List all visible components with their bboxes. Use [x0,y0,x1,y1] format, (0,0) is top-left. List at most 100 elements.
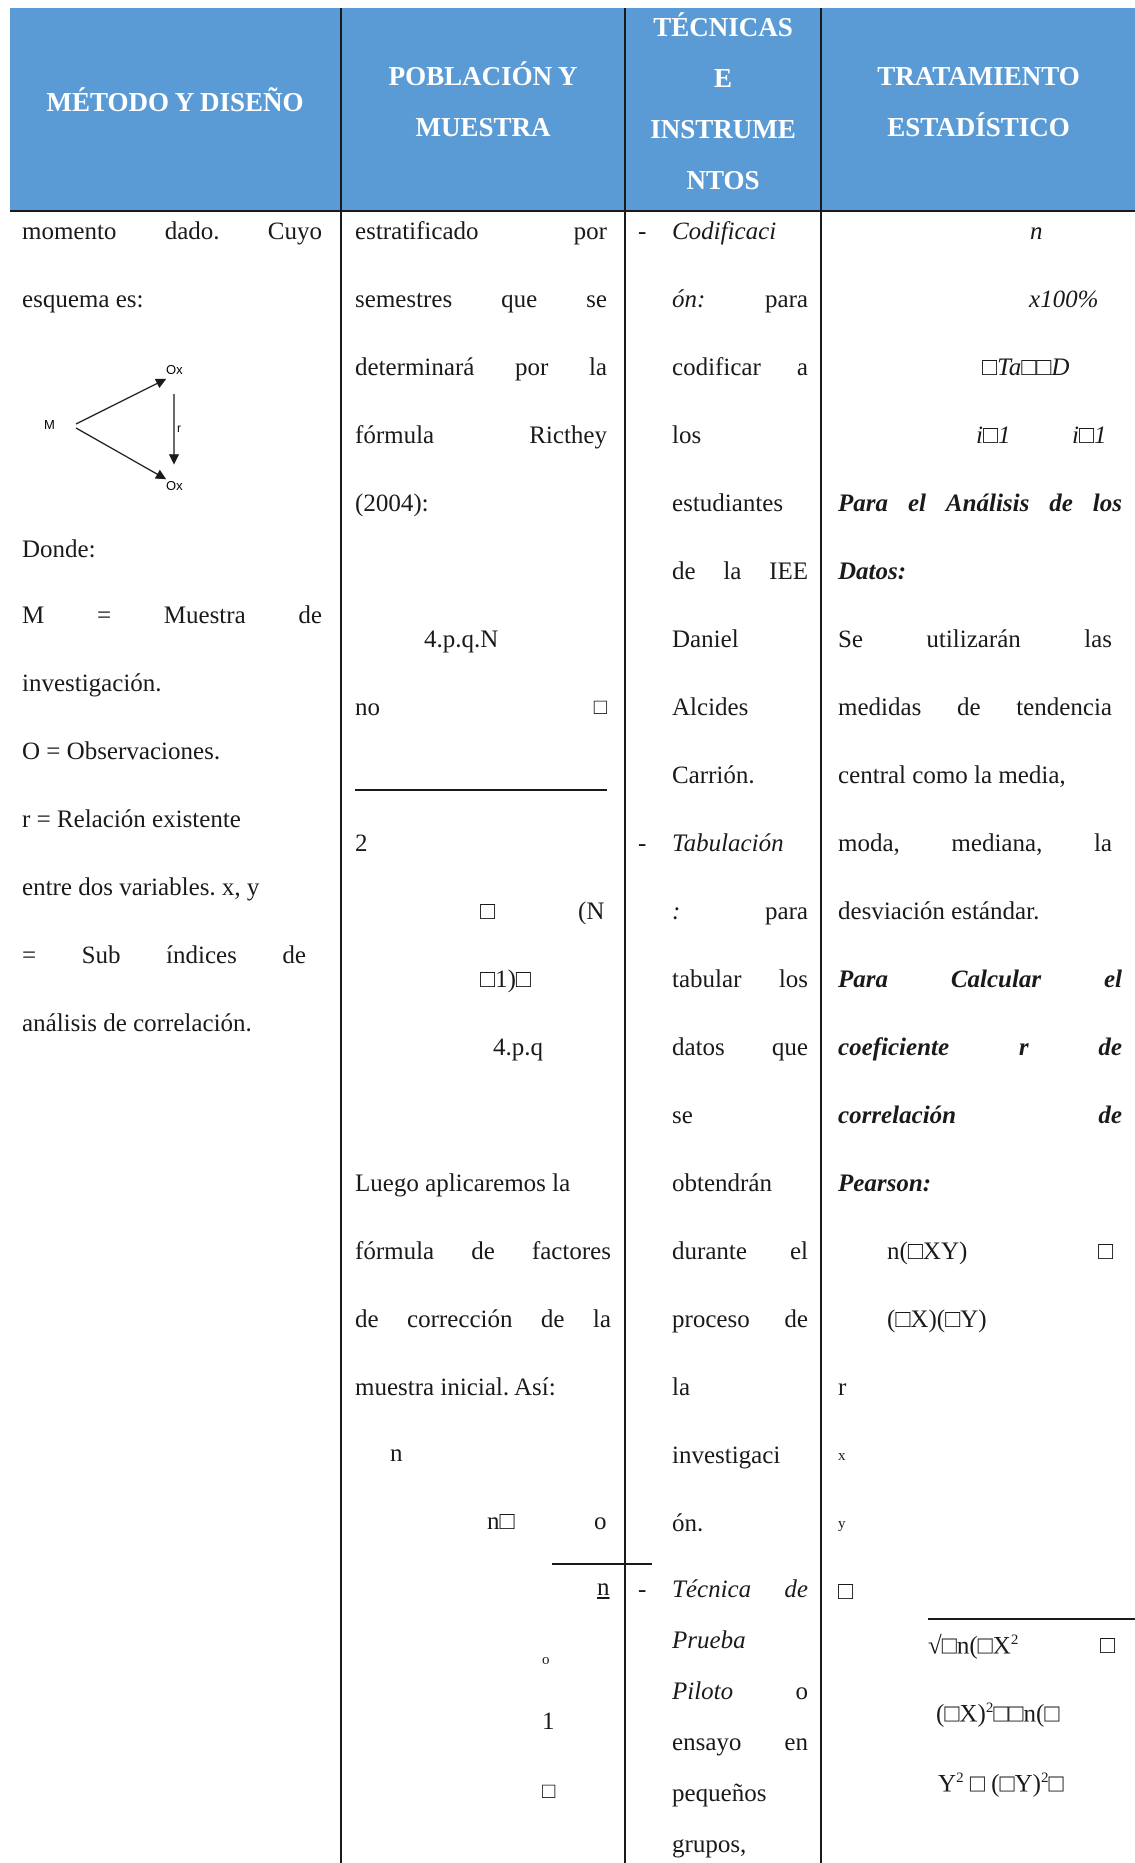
text: dado. [164,218,220,245]
col4-heading-5: correlación de [838,1102,1122,1130]
header-poblacion: POBLACIÓN Y MUESTRA [342,0,624,204]
pearson-box: □ [838,1578,854,1605]
text: correlación [838,1102,957,1129]
text: por [573,218,607,245]
text: de [1049,490,1073,517]
text: la [1093,830,1112,857]
text: proceso [672,1306,750,1333]
diagram-ox-top: Ox [166,362,183,377]
col4-heading-2: Datos: [838,558,907,585]
pearson-denominator-box: □ [1100,1632,1116,1659]
text: Análisis [945,490,1030,517]
col2-line-4: fórmula Ricthey [355,422,607,450]
col1-line-1: momento dado. Cuyo [22,218,322,246]
formula-denominator: 4.p.q [493,1034,543,1061]
text: de [282,942,306,969]
formula-n-paren: (N [578,898,605,925]
header-bottom-border [10,210,1135,212]
formula2-n: n [390,1440,403,1467]
formula-numerator: 4.p.q.N [424,626,499,653]
text: Muestra [163,602,246,629]
text: Calcular [950,966,1042,993]
formula2-fraction-bar [552,1563,652,1565]
text: √□n(□X [928,1632,1011,1660]
text: de [784,1576,808,1603]
formula2-o: o [594,1508,607,1535]
col4-heading-4: coeficiente r de [838,1034,1122,1062]
text: r [1018,1034,1029,1061]
col2-line-2: semestres que se [355,286,607,314]
text: fórmula [355,1238,435,1265]
col3-t3-line-2: Prueba [672,1627,746,1654]
text: la [592,1306,611,1333]
text: ón: [672,286,706,313]
text: la [723,558,742,585]
column-divider-3 [820,8,822,1863]
text: datos [672,1034,725,1061]
text: de [540,1306,565,1333]
col3-t1-line-7: Daniel [672,626,739,653]
col1-line-2: esquema es: [22,286,144,313]
text: Ricthey [529,422,607,449]
diagram-ox-bottom: Ox [166,478,183,492]
text: Para [838,966,888,993]
text: : [672,898,681,925]
text: medidas [838,694,922,721]
text: durante [672,1238,747,1265]
text: momento [22,218,117,245]
superscript: 2 [1010,1632,1019,1648]
text: de [956,694,981,721]
col4-heading-6: Pearson: [838,1170,932,1197]
text: = [96,602,112,629]
col4-heading-1: Para el Análisis de los [838,490,1122,518]
text: se [586,286,607,313]
col3-t2-line-9: la [672,1374,691,1401]
text: determinará [355,354,475,381]
col4-eq-n: n [1030,218,1043,245]
pearson-radical-bar [928,1618,1135,1620]
text: el [1103,966,1122,993]
col2-line-8: de corrección de la [355,1306,611,1334]
header-poblacion-line2: MUESTRA [415,112,551,142]
header-tecnicas-line3: INSTRUME [650,114,796,144]
text: en [784,1729,808,1756]
formula2-one: 1 [542,1708,555,1735]
col4-eq-sum: □Ta□□D [982,354,1070,381]
header-tratamiento-line1: TRATAMIENTO [877,61,1080,91]
text: que [771,1034,808,1061]
col4-para-4: moda, mediana, la [838,830,1112,858]
header-tratamiento: TRATAMIENTO ESTADÍSTICO [822,0,1135,204]
col3-t2-line-1: Tabulación [672,830,784,857]
col1-line-4: M = Muestra de [22,602,322,630]
col3-t1-line-1: Codificaci [672,218,777,245]
col3-t2-line-2: : para [672,898,808,926]
text: Y [938,1770,957,1798]
col1-line-3: Donde: [22,536,96,563]
col3-t2-line-4: datos que [672,1034,808,1062]
text: (□X) [936,1700,986,1728]
col4-para-5: desviación estándar. [838,898,1040,925]
superscript: 2 [956,1770,964,1786]
col2-line-3: determinará por la [355,354,607,382]
text: Técnica [672,1576,752,1603]
col3-dash-1: - [638,218,647,245]
text: el [907,490,926,517]
col2-line-1: estratificado por [355,218,607,246]
diagram-r-label: r [177,421,181,435]
text: de [672,558,696,585]
column-divider-2 [624,8,626,1863]
text: o [795,1678,809,1705]
col3-t3-line-3: Piloto o [672,1678,808,1706]
text: la [588,354,607,381]
text: Cuyo [267,218,322,245]
pearson-numerator-box: □ [1098,1238,1114,1265]
col3-t2-line-6: obtendrán [672,1170,772,1197]
text: Piloto [672,1678,734,1705]
correlation-diagram: M Ox r Ox [44,362,183,492]
table-header-row [10,8,1135,212]
text: □ [593,694,607,719]
formula-box-1: □ [480,898,496,925]
diagram-arrow-down [75,427,167,480]
formula2-n-bottom: n [597,1574,610,1601]
